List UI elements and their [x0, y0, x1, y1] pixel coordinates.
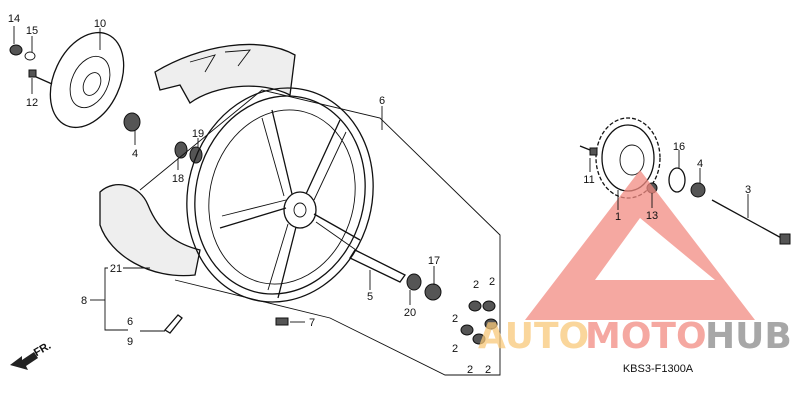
svg-text:MOTO: MOTO: [585, 316, 707, 357]
nuts-2: [460, 300, 498, 345]
callout-4-right: 4: [697, 158, 703, 170]
callout-18: 18: [172, 173, 184, 185]
front-direction-arrow-icon: FR.: [10, 340, 53, 370]
callout-9: 9: [127, 336, 133, 348]
seal-20: [406, 273, 422, 291]
svg-text:AUTO: AUTO: [478, 316, 589, 357]
tire-lower: [99, 184, 201, 277]
callout-4: 4: [132, 148, 138, 160]
callout-14: 14: [8, 13, 20, 25]
callouts: 14 15 10 12 4 19 18 21 8 6 9 6 5 20 17 2…: [8, 13, 751, 376]
callout-2: 2: [467, 364, 473, 376]
callout-12: 12: [26, 97, 38, 109]
callout-3: 3: [745, 184, 751, 196]
direction-label: FR.: [32, 340, 53, 359]
callout-8: 8: [81, 295, 87, 307]
diagram-code: KBS3-F1300A: [623, 363, 694, 375]
circlip-16: [668, 167, 686, 193]
collar-4: [123, 112, 141, 132]
wheel-rim: [186, 87, 374, 303]
callout-6-wheel: 6: [379, 95, 385, 107]
callout-17: 17: [428, 255, 440, 267]
callout-15: 15: [26, 25, 38, 37]
bolt-12: [28, 69, 53, 85]
callout-20: 20: [404, 307, 416, 319]
callout-16: 16: [673, 141, 685, 153]
callout-5: 5: [367, 291, 373, 303]
brake-disc: [49, 31, 125, 129]
axle-5: [349, 249, 406, 283]
callout-2: 2: [489, 276, 495, 288]
tire-upper: [154, 43, 296, 104]
valve-9: [164, 314, 183, 334]
callout-10: 10: [94, 18, 106, 30]
callout-7: 7: [309, 317, 315, 329]
bolt-11: [579, 145, 598, 156]
watermark-logo: AUTO MOTO HUB: [478, 170, 792, 357]
callout-6-valve: 6: [127, 316, 133, 328]
callout-13: 13: [646, 210, 658, 222]
callout-19: 19: [192, 128, 204, 140]
washer-15: [24, 51, 36, 61]
callout-1: 1: [615, 211, 621, 223]
callout-2: 2: [473, 279, 479, 291]
callout-2: 2: [452, 343, 458, 355]
callout-11: 11: [583, 174, 594, 186]
callout-2: 2: [452, 313, 458, 325]
assembly-outline: [139, 89, 501, 376]
weight-7: [275, 317, 289, 326]
collar-4b: [690, 182, 706, 198]
callout-21: 21: [110, 263, 122, 275]
seal-17: [424, 283, 442, 301]
leader-lines: [13, 26, 749, 332]
svg-text:HUB: HUB: [705, 316, 792, 357]
nut-14: [9, 44, 23, 56]
bolt-3: [711, 199, 791, 245]
callout-2: 2: [485, 364, 491, 376]
